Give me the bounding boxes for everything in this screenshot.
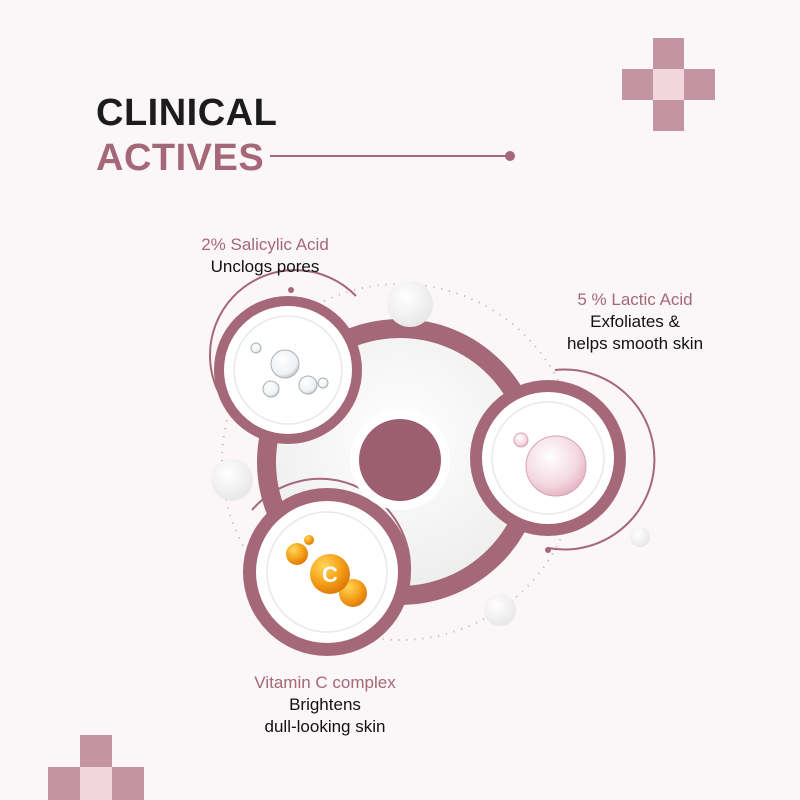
active-name: Vitamin C complex — [254, 673, 396, 692]
active-benefit: Unclogs pores — [210, 257, 320, 277]
center-hub — [359, 419, 441, 501]
vitamin-c-letter: C — [322, 562, 338, 587]
page-title-line1: CLINICAL — [96, 92, 278, 134]
title-rule-dot — [505, 151, 515, 161]
label-lactic: 5 % Lactic Acid Exfoliates & helps smoot… — [520, 289, 750, 355]
cross-decoration-bottom-left — [48, 735, 144, 800]
active-name: 2% Salicylic Acid — [201, 235, 329, 254]
cross-decoration-top-right — [622, 38, 716, 132]
label-salicylic: 2% Salicylic Acid Unclogs pores — [160, 234, 370, 278]
floating-bubble — [387, 281, 433, 327]
label-vitamin-c: Vitamin C complex Brightens dull-looking… — [210, 672, 440, 738]
active-name: 5 % Lactic Acid — [577, 290, 693, 309]
salicylic-acid-circle — [209, 269, 362, 444]
floating-bubble — [484, 594, 516, 626]
title-rule — [270, 155, 508, 157]
active-benefit: dull-looking skin — [264, 717, 386, 737]
floating-bubble — [211, 459, 253, 501]
floating-bubble — [630, 527, 650, 547]
active-benefit: Brightens — [289, 695, 361, 715]
vitamin-c-circle: C — [243, 477, 412, 656]
page-title-line2: ACTIVES — [96, 137, 265, 179]
active-benefit: Exfoliates & — [590, 312, 680, 332]
active-benefit: helps smooth skin — [566, 334, 704, 354]
lactic-acid-circle — [470, 368, 656, 553]
